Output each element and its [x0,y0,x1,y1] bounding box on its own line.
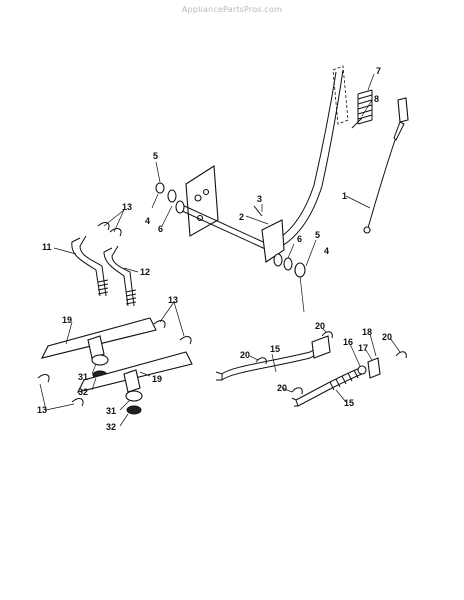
left-hardware [155,182,177,203]
callout-17: 17 [358,343,368,353]
callout-15: 15 [344,398,354,408]
lift-arm-19-lower [76,351,193,415]
callout-8: 8 [374,94,379,104]
callout-15: 15 [270,344,280,354]
rod-1 [363,97,409,234]
callout-2: 2 [239,212,244,222]
callout-18: 18 [362,327,372,337]
callout-4: 4 [145,216,150,226]
pin-3 [253,205,263,217]
block-17 [367,357,381,379]
callout-13: 13 [168,295,178,305]
rod-15-upper [215,335,331,381]
callout-20: 20 [315,321,325,331]
callout-31: 31 [78,372,88,382]
callout-20: 20 [240,350,250,360]
lift-link-11 [71,235,109,297]
callout-3: 3 [257,194,262,204]
callout-13: 13 [37,405,47,415]
washers-right [273,253,306,278]
callout-19: 19 [152,374,162,384]
callout-19: 19 [62,315,72,325]
clips-13-right [153,320,192,345]
clips-13-left [37,374,84,407]
callout-16: 16 [343,337,353,347]
callout-6: 6 [297,234,302,244]
callout-7: 7 [376,66,381,76]
lift-handle [275,65,349,247]
callout-12: 12 [140,267,150,277]
lift-arm-19-upper [40,317,157,380]
callout-20: 20 [277,383,287,393]
callout-1: 1 [342,191,347,201]
lift-link-12 [103,245,137,307]
clips-13-top [97,222,122,237]
spring-7 [357,89,373,125]
callout-5: 5 [315,230,320,240]
callout-13: 13 [122,202,132,212]
leader-lines [39,73,401,427]
rod-15-lower [291,367,363,407]
callout-31: 31 [106,406,116,416]
callout-32: 32 [78,387,88,397]
callout-20: 20 [382,332,392,342]
nut-16 [357,365,367,375]
callout-numbers: 1 2 3 4 4 5 5 6 6 7 8 11 12 13 13 13 15 … [37,66,392,432]
pin-8 [351,117,363,129]
bracket-plate [185,165,219,237]
callout-4: 4 [324,246,329,256]
callout-6: 6 [158,224,163,234]
cross-shaft-2 [175,200,285,263]
callout-11: 11 [42,242,52,252]
clips-20 [255,331,407,395]
callout-5: 5 [153,151,158,161]
watermark: AppliancePartsPros.com [181,5,283,14]
callout-32: 32 [106,422,116,432]
